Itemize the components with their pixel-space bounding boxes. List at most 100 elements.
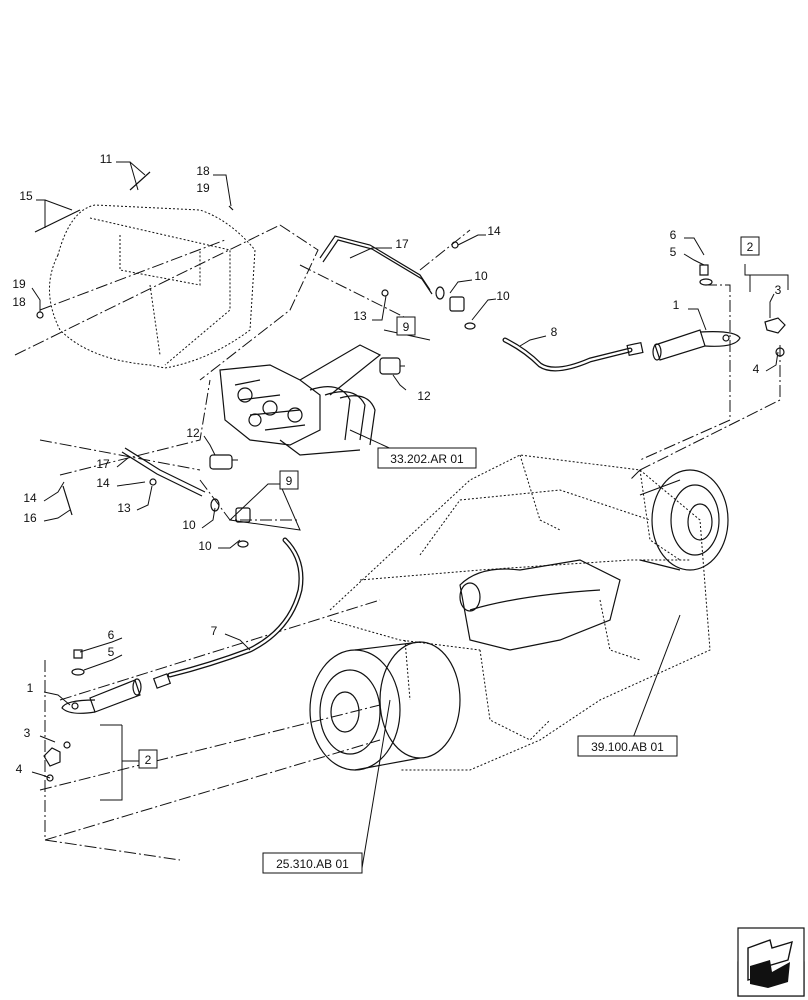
reference-box [262, 852, 363, 874]
leader-lines [31, 161, 789, 869]
callout-c10-b: 10 [496, 289, 510, 303]
callout-c14-far: 14 [23, 491, 37, 505]
callout-number: 5 [108, 645, 115, 659]
callout-c17-top: 17 [395, 237, 409, 251]
bolts [34, 171, 459, 516]
ref-39100[interactable]: 39.100.AB 01 [577, 735, 678, 757]
reference-text: 39.100.AB 01 [591, 740, 664, 754]
callout-c13-left: 13 [117, 501, 131, 515]
callout-number: 10 [496, 289, 510, 303]
fitting-12-left [209, 454, 238, 470]
callout-c19-top: 19 [196, 181, 210, 195]
callout-number: 2 [747, 240, 754, 254]
callout-box [740, 236, 760, 256]
callout-number: 13 [353, 309, 367, 323]
callout-number: 17 [96, 457, 110, 471]
phantom-center-lines [14, 224, 781, 861]
hose-8 [502, 337, 644, 372]
reference-text: 25.310.AB 01 [276, 857, 349, 871]
callout-c15: 15 [19, 189, 33, 203]
callout-number: 7 [211, 624, 218, 638]
callout-number: 10 [198, 539, 212, 553]
fitting-12-right [379, 357, 405, 375]
reference-labels: 33.202.AR 01 39.100.AB 01 25.310.AB 01 [262, 447, 678, 874]
callout-c4-top: 4 [753, 362, 760, 376]
ref-33202[interactable]: 33.202.AR 01 [377, 447, 477, 469]
callout-number: 19 [12, 277, 26, 291]
callout-number: 14 [487, 224, 501, 238]
callout-c2-top: 2 [740, 236, 760, 256]
callout-number: 3 [775, 283, 782, 297]
callout-number: 3 [24, 726, 31, 740]
reference-box [577, 735, 678, 757]
callout-number: 19 [196, 181, 210, 195]
callout-number: 9 [403, 320, 410, 334]
callout-c6-left: 6 [108, 628, 115, 642]
callout-number: 1 [27, 681, 34, 695]
callout-c5-top: 5 [670, 245, 677, 259]
callout-number: 18 [196, 164, 210, 178]
callout-c5-left: 5 [108, 645, 115, 659]
callout-number: 12 [186, 426, 200, 440]
callout-number: 4 [753, 362, 760, 376]
callout-c14-top: 14 [487, 224, 501, 238]
wheel-hub-left [309, 641, 461, 771]
callout-number: 4 [16, 762, 23, 776]
callout-c1-left: 1 [27, 681, 34, 695]
callout-c14-left: 14 [96, 476, 110, 490]
callout-c10-c: 10 [182, 518, 196, 532]
callout-c12-right: 12 [417, 389, 431, 403]
next-page-arrow-icon[interactable] [737, 927, 805, 997]
callout-c17-left: 17 [96, 457, 110, 471]
callout-number: 10 [182, 518, 196, 532]
callout-c9-left: 9 [279, 470, 299, 490]
callout-c16: 16 [23, 511, 37, 525]
callout-c10-d: 10 [198, 539, 212, 553]
callout-c18-top: 18 [196, 164, 210, 178]
callout-box [279, 470, 299, 490]
grab-handle-1-left [43, 649, 142, 782]
reference-box [377, 447, 477, 469]
callout-number: 16 [23, 511, 37, 525]
callout-number: 17 [395, 237, 409, 251]
callout-c11: 11 [100, 152, 113, 166]
callout-number: 14 [23, 491, 37, 505]
callout-number: 1 [673, 298, 680, 312]
wheel-hub-right [639, 469, 729, 571]
callout-number: 9 [286, 474, 293, 488]
callout-box [396, 316, 416, 336]
callout-c7: 7 [211, 624, 218, 638]
callout-c1-top: 1 [673, 298, 680, 312]
tube-17-left [121, 447, 206, 497]
reference-text: 33.202.AR 01 [390, 452, 464, 466]
callout-c4-left: 4 [16, 762, 23, 776]
ref-25310[interactable]: 25.310.AB 01 [262, 852, 363, 874]
callout-number: 11 [100, 152, 113, 166]
axle-assembly [459, 559, 621, 651]
hydraulic-valve-assembly [219, 344, 382, 456]
callout-number: 15 [19, 189, 33, 203]
callout-number: 12 [417, 389, 431, 403]
callout-number: 10 [474, 269, 488, 283]
callout-number: 2 [145, 753, 152, 767]
callout-c9-top: 9 [396, 316, 416, 336]
callout-number: 6 [108, 628, 115, 642]
callout-c19-left: 19 [12, 277, 26, 291]
callout-c3-top: 3 [775, 283, 782, 297]
callout-number: 6 [670, 228, 677, 242]
callout-labels: 1234568101091417131211181915191812171413… [12, 152, 781, 776]
callout-c8: 8 [551, 325, 558, 339]
callout-c18-left: 18 [12, 295, 26, 309]
callout-c6-top: 6 [670, 228, 677, 242]
callout-c12-left: 12 [186, 426, 200, 440]
callout-number: 8 [551, 325, 558, 339]
hose-7 [152, 537, 304, 689]
grab-handle-1-top [652, 264, 786, 361]
callout-c3-left: 3 [24, 726, 31, 740]
callout-c10-a: 10 [474, 269, 488, 283]
callout-number: 5 [670, 245, 677, 259]
callout-box [138, 749, 158, 769]
callout-c2-left: 2 [138, 749, 158, 769]
fittings-10-top [435, 286, 476, 330]
